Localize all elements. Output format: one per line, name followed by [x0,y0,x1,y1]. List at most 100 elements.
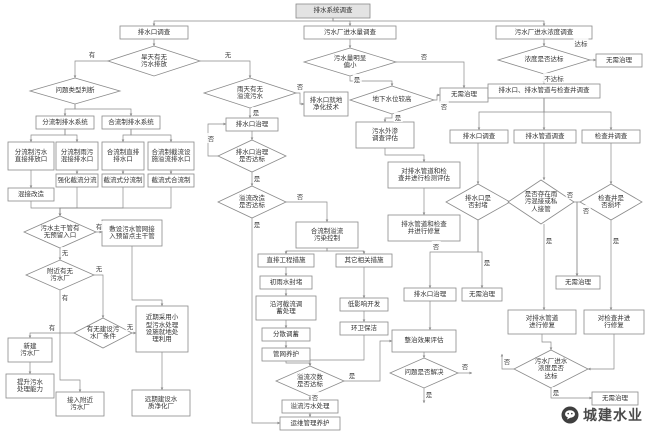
node-small-facility: 近期采用小 型污水处理 设施就地处 理利用 [145,314,179,344]
node-shape-conc-final-question [513,349,589,389]
node-shape-overflow-ok-question [217,185,287,219]
node-well-survey: 检查井调查 [594,132,628,140]
node-dry-question: 旱天有无 污水排放 [141,53,167,68]
node-shape-overflow-treatment [281,399,339,414]
edge-label: 是 [352,74,362,84]
node-comb-direct-outlet: 合流制直排 排水口 [106,148,140,163]
node-shape-mixed-question [507,179,575,225]
node-nearby-plant-question: 附近有无 污水厂 [47,267,73,282]
node-pipe-survey: 排水管道调查 [525,132,565,140]
flow-connector [130,129,173,143]
node-direct-measures: 直排工程措施 [266,256,306,264]
node-shape-lid [339,297,389,312]
flow-connector [286,201,329,223]
node-conc-survey: 污水厂进水浓度调查 [514,28,574,36]
flow-connector [59,290,82,393]
node-shape-outlet-survey2 [449,129,509,144]
node-shape-sep-mixed-outlet [55,141,99,171]
node-shape-lowflow-question [302,47,398,77]
node-shape-pipe-survey [513,129,577,144]
edge-label: 无 [60,247,70,257]
node-shape-type-question [28,77,122,105]
node-shape-new-plant [7,337,53,363]
node-intercept-combined: 截流式合流制 [151,176,191,184]
edge-label: 是 [393,112,403,122]
node-comb-intercept-outlet: 合流制截流设 施溢流排水口 [151,148,191,163]
flow-connector [28,332,74,339]
node-shape-other-measures [335,253,393,268]
node-intercept-separate: 截流式分流制 [103,176,143,184]
node-sanitation: 环卫保洁 [351,324,377,332]
node-lay-pipe: 敷设污水管网接 入预留点主干管 [109,225,155,240]
node-shape-combined-system [101,115,161,130]
flow-connector [543,98,613,131]
node-no-treat-right2: 无需治理 [469,290,495,298]
node-shape-intercept-combined [147,173,195,188]
node-broken-question: 检查井是 否损坏 [598,194,624,209]
brand-watermark: 城建水业 [561,405,643,425]
node-lowflow-question: 污水量明显 偏小 [333,54,367,69]
node-shape-conc-survey [495,25,593,40]
node-shape-outlet-treatment [225,117,279,132]
node-shape-enhance-intercept [55,173,99,188]
flow-connector [396,61,466,89]
node-shape-build-question [73,317,133,349]
node-pipe-well-detect: 对排水管道和检 查井进行检测评估 [398,167,450,182]
flow-connector [541,334,553,351]
node-shape-comb-intercept-outlet [147,141,195,171]
node-shape-no-treat-right2 [461,287,503,302]
node-shape-lay-pipe [101,219,163,247]
node-shape-intercept-storage [255,295,317,321]
edge-label: 是 [424,389,434,399]
node-freq-question: 溢流次数 是否达标 [297,373,323,388]
node-om-maintain: 运维管理养护 [290,419,330,427]
node-new-plant: 新建 污水厂 [20,342,40,357]
node-conc-ok-question: 浓度是否达标 [524,56,564,64]
node-shape-direct-measures [257,253,315,268]
node-shape-seepage-assess [355,121,415,149]
node-shape-cso-control [295,221,359,249]
node-mixed-question: 是否存在雨 污混接或私 人接管 [524,191,558,213]
flow-connector [575,201,580,277]
brand-name: 城建水业 [583,407,643,423]
node-groundwater-question: 地下水位较高 [372,96,412,104]
edge-label: 否 [581,205,591,215]
node-shape-small-facility [135,305,189,353]
edge-label: 否 [431,241,441,251]
node-shape-pipe-well-repair [387,214,461,242]
edge-label: 否 [310,392,320,402]
node-network-maintain: 管网养护 [273,350,299,358]
edge-label: 否 [460,361,470,371]
node-shape-blocked-question [445,183,511,221]
node-blocked-question: 排水口是 否封堵 [465,194,491,209]
flow-connector [251,218,281,425]
flow-connector [326,248,366,255]
node-root: 排水系统调查 [313,7,353,15]
node-type-question: 问题类型判断 [55,87,95,95]
node-lid: 低影响开发 [347,300,381,308]
flow-connector [344,339,393,382]
node-shape-well-survey [581,129,641,144]
node-shape-outlet-survey [119,25,189,40]
node-shape-onsite-tech [303,91,349,117]
node-sep-direct-outlet: 分流制污水 直接排放口 [14,148,48,163]
node-shape-trunk-question [23,215,97,249]
node-boost-capacity: 提升污水 处理能力 [17,378,43,393]
node-intercept-storage: 沿河截流调 蓄处理 [269,300,303,315]
flow-connector [131,246,164,307]
node-shape-dispersed-storage [261,327,311,342]
node-shape-outlet-treatment2 [403,287,457,302]
node-no-treat-right1: 无需治理 [606,56,632,64]
node-shape-network-maintain [261,347,311,362]
edge-label: 是 [347,370,357,380]
flow-connector [74,104,133,117]
node-no-treat-right4: 无需治理 [602,394,628,402]
node-other-measures: 其它相关措施 [344,256,384,264]
node-sep-mixed-outlet: 分流制雨污 混接排水口 [60,148,94,163]
node-shape-solved-question [389,357,459,389]
node-shape-sanitation [339,321,389,336]
edge-label: 是 [252,173,262,183]
node-shape-three-surveys [487,83,601,99]
flow-connector [296,92,305,106]
node-no-treat-mid: 无需治理 [451,91,477,99]
